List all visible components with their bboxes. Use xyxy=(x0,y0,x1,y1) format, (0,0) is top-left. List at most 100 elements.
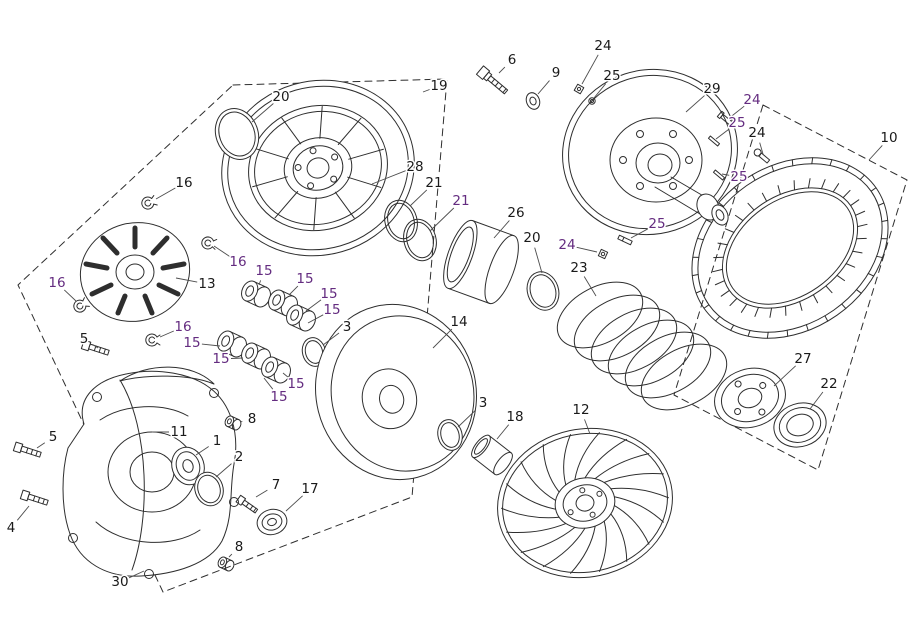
callout-label-15: 15 xyxy=(287,376,304,392)
callout-leader-line xyxy=(809,391,824,410)
callout-leader-line xyxy=(715,128,730,140)
part-bolt-5-a xyxy=(80,339,110,356)
callout-leader-line xyxy=(239,420,243,423)
callout-leader-line xyxy=(593,83,607,99)
callout-label-22: 22 xyxy=(820,376,837,392)
part-pin-25-b xyxy=(712,169,726,181)
callout-leader-line xyxy=(288,285,299,296)
callout-label-15: 15 xyxy=(296,271,313,287)
callout-label-12: 12 xyxy=(572,402,589,418)
callout-leader-line xyxy=(63,289,77,302)
callout-leader-line xyxy=(92,344,99,349)
part-pin-25-mid xyxy=(617,234,633,246)
callout-label-24: 24 xyxy=(743,92,760,108)
part-roller-15-a xyxy=(241,280,271,308)
callout-label-20: 20 xyxy=(272,89,289,105)
callout-label-5: 5 xyxy=(80,331,89,347)
part-fan-12 xyxy=(497,427,673,579)
part-ring-20-right xyxy=(526,271,560,311)
part-bracket-11 xyxy=(119,366,215,385)
part-roller-15-b xyxy=(268,289,298,317)
callout-label-25: 25 xyxy=(603,68,620,84)
callout-leader-line xyxy=(282,372,289,378)
callout-label-2: 2 xyxy=(235,449,244,465)
callout-leader-line xyxy=(155,187,176,200)
callout-label-24: 24 xyxy=(594,38,611,54)
callout-leader-line xyxy=(868,145,883,161)
callout-label-6: 6 xyxy=(508,52,517,68)
part-spider-13 xyxy=(79,222,191,322)
part-washer-9 xyxy=(525,92,541,110)
callout-layer: 2016131616165542821211969242529242524251… xyxy=(5,37,899,592)
callout-label-15: 15 xyxy=(270,389,287,405)
part-sleeve-18 xyxy=(471,434,513,476)
callout-leader-line xyxy=(228,553,233,558)
part-bolt-5-b xyxy=(12,441,42,458)
group-outline-primary-clutch xyxy=(17,78,448,593)
callout-leader-line xyxy=(258,280,262,286)
callout-label-29: 29 xyxy=(703,81,720,97)
fan-blades xyxy=(501,432,669,574)
callout-leader-line xyxy=(432,328,453,349)
callout-label-10: 10 xyxy=(880,130,897,146)
callout-label-3: 3 xyxy=(479,395,488,411)
callout-leader-line xyxy=(498,66,506,74)
callout-label-28: 28 xyxy=(406,159,423,175)
callout-leader-line xyxy=(307,314,324,324)
part-oring-21-b xyxy=(403,218,437,262)
callout-label-11: 11 xyxy=(170,424,187,440)
callout-leader-line xyxy=(251,103,274,123)
callout-leader-line xyxy=(409,189,428,207)
callout-label-7: 7 xyxy=(272,477,281,493)
callout-label-24: 24 xyxy=(748,125,765,141)
callout-label-15: 15 xyxy=(320,286,337,302)
callout-leader-line xyxy=(576,246,598,253)
callout-label-8: 8 xyxy=(248,411,257,427)
part-clip-16-a xyxy=(141,195,158,210)
part-seal-1 xyxy=(171,446,205,486)
callout-label-15: 15 xyxy=(183,335,200,351)
callout-leader-line xyxy=(36,442,46,449)
callout-label-16: 16 xyxy=(175,175,192,191)
part-roller-15-d xyxy=(217,330,247,358)
callout-leader-line xyxy=(255,489,268,498)
callout-label-26: 26 xyxy=(507,205,524,221)
group-outline-belt xyxy=(673,104,908,471)
callout-leader-line xyxy=(759,142,764,155)
callout-label-19: 19 xyxy=(430,78,447,94)
callout-leader-line xyxy=(159,330,174,338)
callout-label-23: 23 xyxy=(570,260,587,276)
callout-leader-line xyxy=(429,207,455,232)
callout-leader-line xyxy=(721,173,730,176)
part-nut-24-mid xyxy=(597,248,609,260)
callout-leader-line xyxy=(371,170,406,185)
callout-leader-line xyxy=(496,424,510,440)
part-fixed-sheave-29 xyxy=(562,68,738,236)
callout-leader-line xyxy=(581,54,599,85)
part-pin-25-top xyxy=(588,97,596,105)
part-ring-22 xyxy=(773,402,827,448)
part-cap-8-b xyxy=(217,556,235,572)
part-spoked-pulley-28 xyxy=(221,79,415,257)
part-bolt-6 xyxy=(475,65,509,95)
callout-label-25: 25 xyxy=(728,115,745,131)
callout-leader-line xyxy=(305,299,322,312)
callout-leader-line xyxy=(230,357,244,359)
part-belt-10 xyxy=(691,157,889,339)
callout-label-16: 16 xyxy=(174,319,191,335)
callout-leader-line xyxy=(128,570,145,579)
callout-leader-line xyxy=(493,220,510,239)
callout-leader-line xyxy=(201,343,221,347)
callout-leader-line xyxy=(215,463,232,478)
callout-label-14: 14 xyxy=(450,314,467,330)
part-ring-20-left xyxy=(214,108,260,160)
callout-leader-line xyxy=(422,89,430,93)
part-clip-16-d xyxy=(145,333,161,347)
callout-label-5: 5 xyxy=(49,429,58,445)
callout-label-9: 9 xyxy=(552,65,561,81)
part-screw-24-b xyxy=(753,148,771,164)
callout-leader-line xyxy=(213,245,230,257)
callout-leader-line xyxy=(457,409,477,428)
